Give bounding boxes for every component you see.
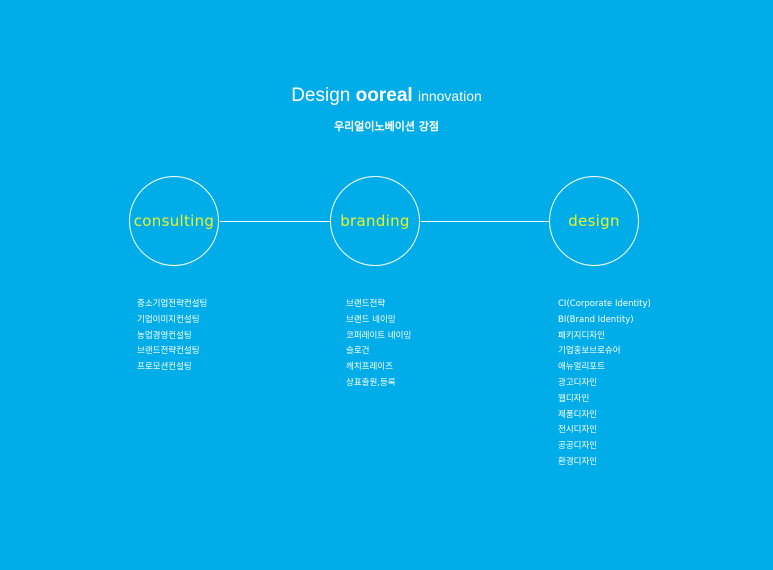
list-item: 캐치프레이즈: [346, 362, 393, 373]
list-item: 웹디자인: [558, 393, 590, 404]
list-item: 전시디자인: [558, 425, 598, 436]
list-item: BI(Brand Identity): [558, 314, 634, 325]
branding-list: 브랜드전략 브랜드 네이밍 코퍼레이트 네이밍 슬로건 캐치프레이즈 상표출원,…: [346, 297, 411, 392]
page-title: Design ooreal innovation: [0, 84, 773, 108]
list-item: 패키지디자인: [558, 330, 605, 341]
title-innovation: innovation: [417, 88, 482, 104]
circle-design: design: [549, 176, 639, 266]
title-brand: ooreal: [355, 85, 413, 106]
list-item: 브랜드 네이밍: [346, 314, 396, 325]
title-design: Design: [291, 85, 351, 106]
list-item: 코퍼레이트 네이밍: [346, 330, 412, 341]
circle-label-consulting: consulting: [133, 212, 215, 230]
circle-label-branding: branding: [340, 212, 410, 230]
design-list: CI(Corporate Identity) BI(Brand Identity…: [558, 297, 651, 471]
connector-line-2: [421, 221, 549, 222]
list-item: 브랜드전략컨설팅: [137, 346, 200, 357]
list-item: 기업홍보브로슈어: [558, 346, 621, 357]
list-item: 중소기업전략컨설팅: [137, 299, 208, 309]
list-item: 광고디자인: [558, 377, 598, 388]
list-item: 상표출원,등록: [346, 377, 396, 388]
circle-consulting: consulting: [129, 176, 219, 266]
connector-line-1: [220, 221, 330, 222]
list-item: 기업이미지컨설팅: [137, 314, 200, 325]
circle-label-design: design: [568, 212, 620, 230]
list-item: CI(Corporate Identity): [558, 299, 651, 309]
list-item: 환경디자인: [558, 456, 598, 467]
consulting-list: 중소기업전략컨설팅 기업이미지컨설팅 농업경영컨설팅 브랜드전략컨설팅 프로모션…: [137, 297, 207, 376]
page-subtitle: 우리얼이노베이션 강점: [333, 120, 440, 133]
list-item: 공공디자인: [558, 441, 598, 452]
circle-branding: branding: [330, 176, 420, 266]
list-item: 슬로건: [346, 346, 370, 357]
list-item: 브랜드전략: [346, 299, 386, 309]
list-item: 프로모션컨설팅: [137, 362, 192, 373]
list-item: 농업경영컨설팅: [137, 330, 192, 341]
list-item: 제품디자인: [558, 409, 598, 420]
list-item: 애뉴얼리포트: [558, 362, 605, 373]
